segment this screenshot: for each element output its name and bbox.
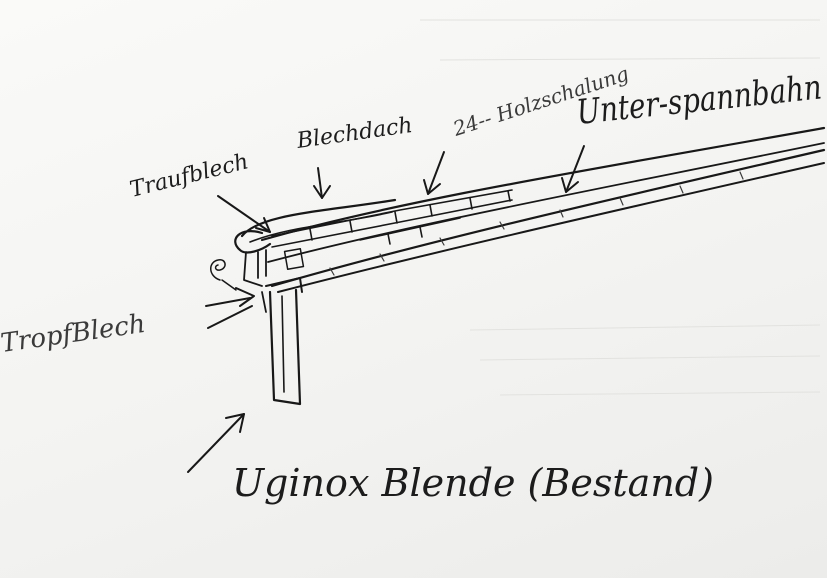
rafter-top-line (270, 148, 826, 288)
rafter-bottom-line (277, 162, 825, 293)
unterspannbahn-line-2 (267, 142, 825, 263)
batten-block (283, 247, 305, 271)
blende-top-cap (265, 277, 303, 293)
uginox-blende-outer (268, 288, 302, 406)
blechdach-sheet (240, 198, 397, 238)
traufblech-hook (243, 251, 263, 287)
uginox-blende-inner (281, 295, 285, 393)
arrow-holzschalung (423, 151, 445, 195)
label-uginox-blende: Uginox Blende (Bestand) (232, 461, 714, 505)
label-traufblech: Traufblech (127, 149, 251, 203)
arrow-traufblech (217, 195, 271, 233)
arrow-tropfblech (205, 287, 255, 329)
arrow-unterspannbahn (561, 145, 585, 193)
arrow-uginox (187, 413, 245, 473)
paper-show-through (420, 19, 821, 396)
gutter-bracket (257, 249, 267, 279)
holzschalung-boards (271, 189, 513, 248)
blechdach-sheet-lower (249, 211, 393, 243)
label-tropfblech: TropfBlech (0, 309, 147, 359)
rafter-hatching (329, 171, 744, 276)
curl-stem (221, 279, 237, 291)
arrow-blechdach (313, 167, 331, 199)
traufblech-fold (234, 230, 272, 254)
label-blechdach: Blechdach (294, 113, 414, 154)
tropfblech-edge (261, 291, 267, 313)
small-curl (210, 259, 226, 281)
